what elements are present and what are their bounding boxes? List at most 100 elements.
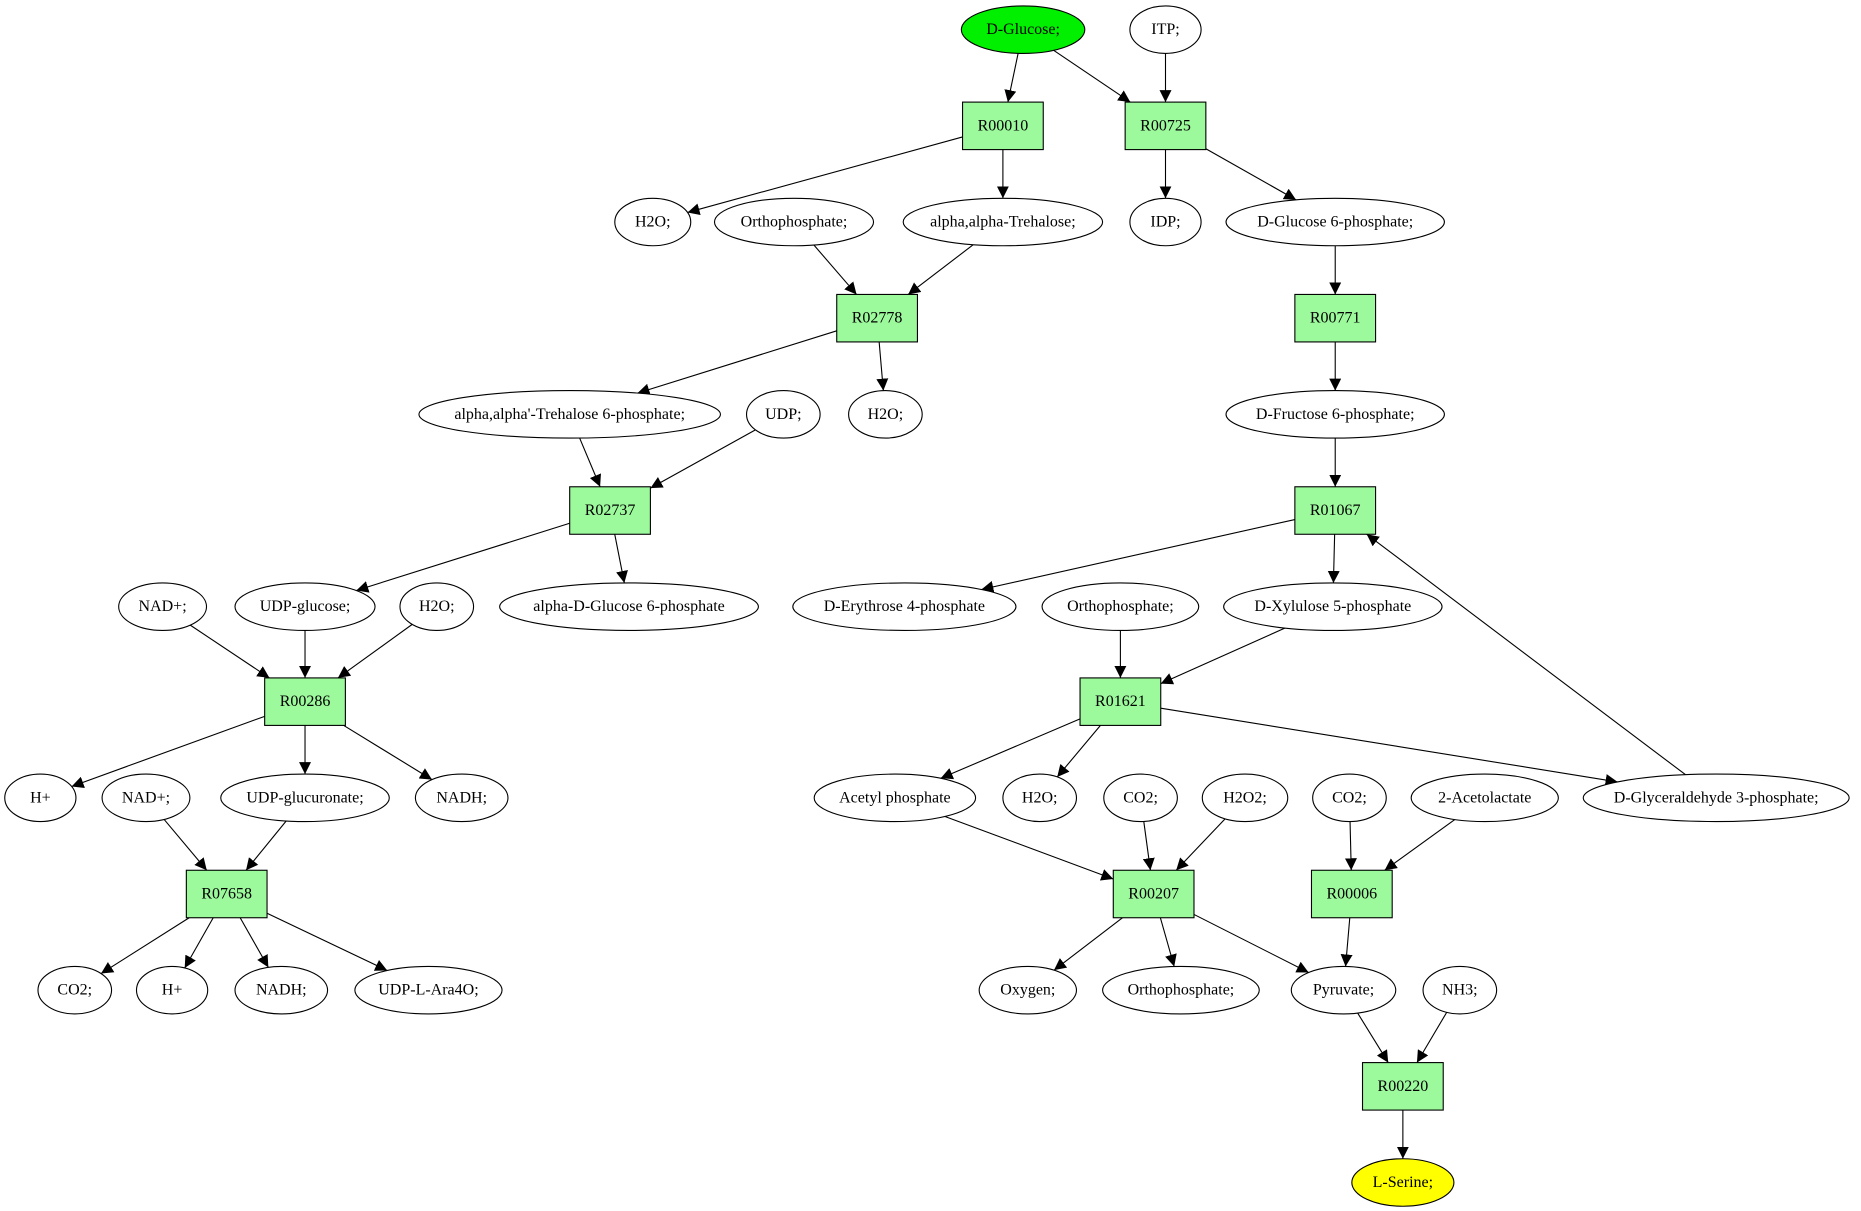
compound-node-h2o_3: H2O; [399,582,475,631]
edge-r02778-to-t6p [637,330,837,396]
edge-nad_2-to-r07658 [163,819,208,871]
node-label: R01067 [1310,502,1361,519]
compound-node-udp: UDP; [745,390,821,439]
compound-node-f6p: D-Fructose 6-phosphate; [1225,390,1445,439]
compound-node-co2_2: CO2; [1312,773,1387,823]
node-label: H2O; [1022,789,1058,806]
edge-r07658-to-co2_3 [100,917,190,975]
reaction-box [185,869,268,919]
compound-ellipse [118,582,208,631]
compound-ellipse [614,197,692,247]
compound-ellipse [1102,965,1260,1015]
edge-dglucose-to-r00010 [1004,53,1019,103]
node-label: H2O2; [1223,789,1267,806]
edge-r07658-to-hplus_2 [184,917,214,969]
compound-node-co2_3: CO2; [37,965,113,1015]
compound-ellipse [354,965,503,1015]
compound-ellipse [1582,773,1850,823]
node-label: R01621 [1095,693,1146,710]
compound-node-acetylphosphate: Acetyl phosphate [813,773,977,823]
compound-ellipse [1351,1158,1455,1207]
edge-r07658-to-udplara4o [266,912,388,972]
compound-ellipse [399,582,475,631]
compound-ellipse [1041,582,1200,631]
reaction-box [264,677,346,726]
node-label: R02737 [585,502,636,519]
node-label: UDP; [765,406,801,423]
node-label: NAD+; [139,598,187,615]
reaction-node-r01067: R01067 [1294,486,1377,535]
node-label: D-Erythrose 4-phosphate [824,598,985,615]
compound-ellipse [978,965,1078,1015]
node-label: alpha,alpha'-Trehalose 6-phosphate; [454,406,685,423]
compound-node-orthophosphate_1: Orthophosphate; [713,197,875,247]
reaction-box [569,486,651,535]
compound-node-udplara4o: UDP-L-Ara4O; [354,965,503,1015]
compound-node-hplus_1: H+ [4,773,77,823]
edge-r00207-to-orthophosphate_3 [1159,917,1177,967]
compound-ellipse [4,773,77,823]
compound-node-pyruvate: Pyruvate; [1290,965,1397,1015]
node-label: D-Glucose 6-phosphate; [1257,214,1413,231]
edges-layer [71,49,1686,1159]
compound-node-x5p: D-Xylulose 5-phosphate [1223,582,1443,631]
compound-node-udpglucuronate: UDP-glucuronate; [220,773,390,823]
edge-r02737-to-adg6p [614,534,628,584]
node-label: Oxygen; [1000,982,1055,999]
node-label: H2O; [635,214,671,231]
compound-node-udpglucose: UDP-glucose; [234,582,376,631]
compound-ellipse [37,965,113,1015]
node-label: IDP; [1150,214,1180,231]
compound-node-g6p: D-Glucose 6-phosphate; [1225,197,1445,247]
compound-ellipse [234,582,376,631]
node-label: 2-Acetolactate [1438,789,1531,806]
compound-node-trehalose: alpha,alpha-Trehalose; [902,197,1104,247]
node-label: R00220 [1378,1078,1429,1095]
edge-co2_2-to-r00006 [1344,821,1357,871]
edge-acetylphosphate-to-r00207 [944,815,1114,881]
reaction-node-r00207: R00207 [1112,869,1195,919]
compound-ellipse [1290,965,1397,1015]
node-label: R02778 [852,310,903,327]
edge-r01067-to-e4p [981,518,1295,593]
node-label: H+ [30,789,51,806]
edge-udpglucuronate-to-r07658 [245,820,287,871]
node-label: ITP; [1151,21,1179,38]
node-label: R00006 [1327,886,1378,903]
node-label: D-Xylulose 5-phosphate [1254,598,1411,615]
compound-node-lserine: L-Serine; [1351,1158,1455,1207]
compound-node-hplus_2: H+ [135,965,209,1015]
reaction-box [961,101,1044,151]
node-label: H+ [162,982,183,999]
node-label: D-Fructose 6-phosphate; [1256,406,1415,423]
compound-ellipse [101,773,191,823]
edge-x5p-to-r01621 [1160,627,1286,685]
compound-node-nad_1: NAD+; [118,582,208,631]
compound-node-h2o_1: H2O; [614,197,692,247]
reaction-node-r07658: R07658 [185,869,268,919]
reaction-box [1294,486,1377,535]
reaction-node-r01621: R01621 [1079,677,1162,726]
compound-node-h2o_2: H2O; [848,390,923,439]
edge-r00207-to-pyruvate [1193,913,1309,973]
compound-node-nadh_2: NADH; [234,965,329,1015]
edge-h2o2-to-r00207 [1175,818,1226,871]
node-label: Orthophosphate; [741,214,848,231]
node-label: NADH; [256,982,307,999]
edge-r02778-to-h2o_2 [876,341,889,391]
compound-ellipse [414,773,509,823]
reaction-box [1294,293,1377,343]
reaction-box [1112,869,1195,919]
compound-ellipse [135,965,209,1015]
compound-ellipse [1129,5,1202,54]
edge-co2_1-to-r00207 [1142,821,1155,871]
node-label: NAD+; [122,789,170,806]
compound-node-adg6p: alpha-D-Glucose 6-phosphate [499,582,759,631]
node-label: R00771 [1310,310,1361,327]
edge-h2o_3-to-r00286 [337,623,413,679]
reaction-box [836,293,918,343]
edge-r00006-to-pyruvate [1340,917,1353,967]
compound-ellipse [499,582,759,631]
compound-node-orthophosphate_3: Orthophosphate; [1102,965,1260,1015]
edge-r00010-to-h2o_1 [687,136,963,216]
